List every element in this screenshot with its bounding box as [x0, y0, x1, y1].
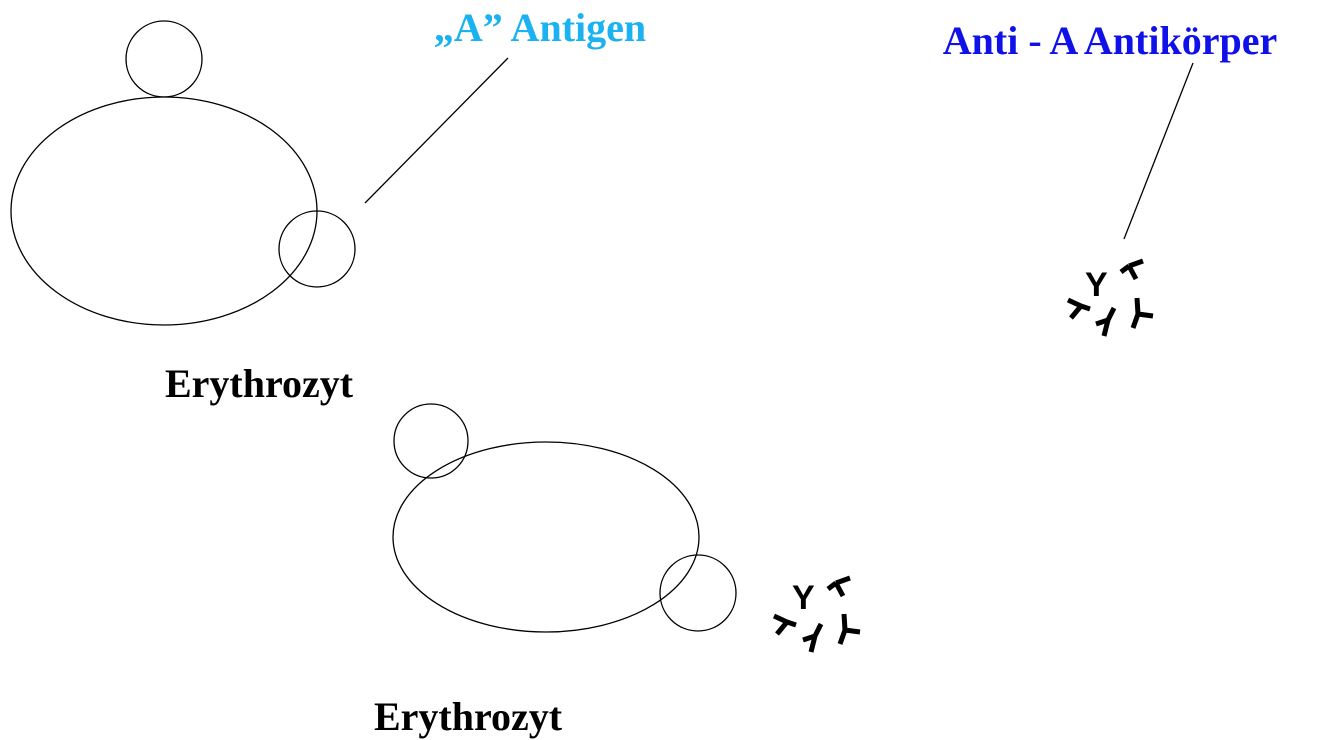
antigen-top-left: [125, 20, 203, 98]
antibody-glyph-bottom-2: [772, 613, 797, 636]
erythrocyte-bottom: [392, 403, 737, 633]
antibody-glyph-top-3: [1095, 306, 1117, 337]
antibody-label: Anti - A Antikörper: [943, 18, 1277, 63]
erythrocyte-bottom-cell: [392, 441, 700, 633]
antibody-cluster-top: Y: [1066, 258, 1154, 337]
erythrocyte-top-cell: [10, 96, 318, 326]
antibody-glyph-top-4: [1130, 297, 1154, 329]
erythrocyte-top: [10, 20, 356, 326]
antigen-bottom-right: [659, 554, 737, 632]
erythrocyte-top-label: Erythrozyt: [165, 361, 354, 406]
antigen-label: „A” Antigen: [434, 5, 646, 50]
antibody-glyph-bottom-3: [802, 622, 824, 653]
antibody-glyph-top-2: [1066, 297, 1091, 320]
antibody-y-top: Y: [1085, 266, 1108, 304]
antigen-top-right: [278, 210, 356, 288]
antigen-leader-line: [364, 57, 509, 204]
antibody-leader-line: [1123, 62, 1194, 240]
antibody-cluster-bottom: Y: [772, 575, 861, 653]
antibody-glyph-bottom-1: [826, 575, 851, 598]
antibody-y-bottom: Y: [792, 579, 815, 617]
antibody-glyph-top-1: [1119, 258, 1144, 281]
antigen-bottom-left: [393, 403, 469, 479]
erythrocyte-bottom-label: Erythrozyt: [374, 694, 563, 739]
antibody-glyph-bottom-4: [837, 613, 861, 645]
